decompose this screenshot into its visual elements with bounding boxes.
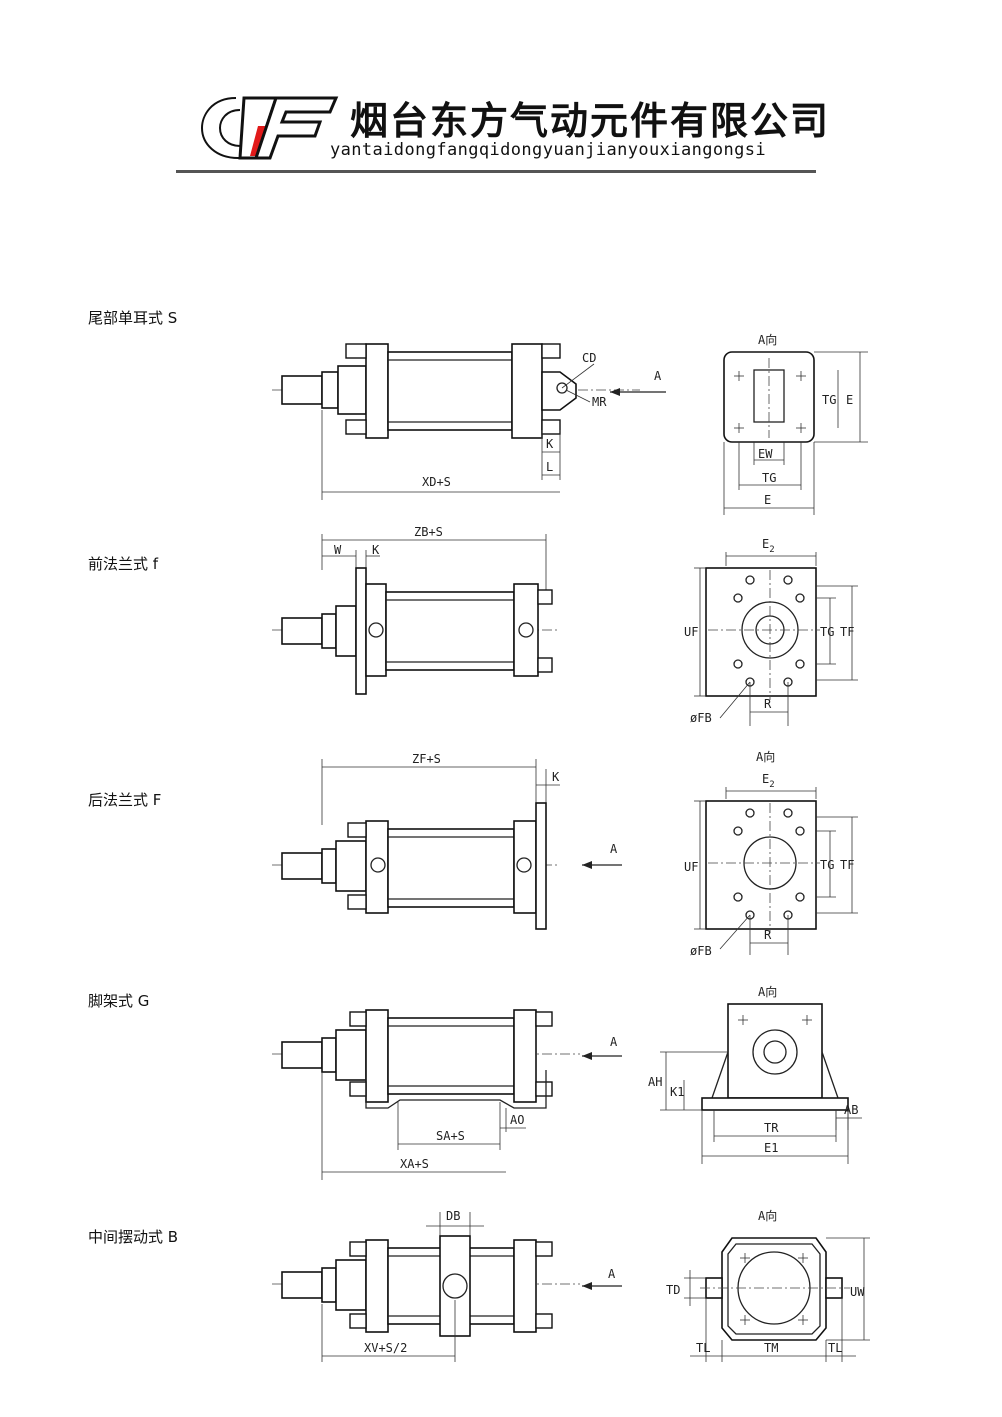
dim-xa: XA+S [400,1157,429,1171]
section-title-f-front: 前法兰式 f [88,555,159,573]
dim-l: L [546,460,553,474]
dim-uw: UW [850,1285,865,1299]
header-rule [176,170,816,173]
dim-tf-rear: TF [840,858,854,872]
dim-zf: ZF+S [412,752,441,766]
drawing-s-end: A向 E TG EW TG E [723,332,868,515]
arrow-a-trunnion: A [608,1267,616,1281]
dim-e1: E1 [764,1141,778,1155]
dim-ao: AO [510,1113,524,1127]
section-title-b: 中间摆动式 B [88,1228,179,1246]
view-label-rear: A向 [756,749,775,764]
dim-mr: MR [592,395,607,409]
section-title-g: 脚架式 G [88,992,150,1010]
dim-tg-rear: TG [820,858,834,872]
dim-tg-front: TG [820,625,834,639]
dim-w: W [334,543,342,557]
dim-k-front: K [372,543,380,557]
dim-td: TD [666,1283,680,1297]
dim-r-rear: R [764,928,772,942]
dim-tr: TR [764,1121,779,1135]
view-label-s: A向 [758,332,777,347]
dim-e2-rear: E2 [762,772,775,790]
dim-k-rear: K [552,770,560,784]
drawing-rear-flange-side: ZF+S K A [272,752,622,930]
drawing-front-flange-side: ZB+S W K [272,525,560,695]
drawing-rear-flange-end: A向 E2 UF TG TF R øFB [684,749,858,958]
dim-ah: AH [648,1075,662,1089]
drawing-s-side: CD MR K L XD+S A [272,343,666,500]
company-logo-icon [200,96,339,160]
dim-ab: AB [844,1103,858,1117]
drawing-trunnion-end: A向 TD UW TL TM TL [666,1208,870,1362]
drawing-front-flange-end: E2 UF TG TF R øFB [684,537,858,726]
dim-k1: K1 [670,1085,684,1099]
dim-tf-front: TF [840,625,854,639]
drawing-trunnion-side: DB XV+S/2 A [272,1209,622,1362]
dim-tg-horiz: TG [762,471,776,485]
company-pinyin: yantaidongfangqidongyuanjianyouxiangongs… [330,140,767,160]
view-label-trunnion: A向 [758,1208,777,1223]
dim-xd: XD+S [422,475,451,489]
dim-sa: SA+S [436,1129,465,1143]
arrow-a-foot: A [610,1035,618,1049]
dim-zb: ZB+S [414,525,443,539]
dim-cd: CD [582,351,596,365]
section-title-f-rear: 后法兰式 F [88,791,162,809]
dim-db: DB [446,1209,460,1223]
drawing-foot-end: A向 AH K1 AB TR E1 [648,984,862,1164]
company-name: 烟台东方气动元件有限公司 [350,99,831,143]
dim-tl-right: TL [828,1341,842,1355]
dim-e2-front: E2 [762,537,775,555]
dim-tg-vert: TG [822,393,836,407]
dim-fb-front: øFB [690,711,712,725]
dim-xv: XV+S/2 [364,1341,407,1355]
arrow-a-rear: A [610,842,618,856]
dim-r-front: R [764,697,772,711]
dim-fb-rear: øFB [690,944,712,958]
dim-k: K [546,437,554,451]
dim-uf-front: UF [684,625,698,639]
dim-e-horiz: E [764,493,771,507]
drawing-foot-side: SA+S AO XA+S A [272,1009,622,1180]
view-label-foot: A向 [758,984,777,999]
dim-e-vert: E [846,393,853,407]
dim-tl-left: TL [696,1341,710,1355]
dim-tm: TM [764,1341,778,1355]
dim-uf-rear: UF [684,860,698,874]
arrow-a: A [654,369,662,383]
dim-ew: EW [758,447,773,461]
section-title-s: 尾部单耳式 S [88,309,178,327]
